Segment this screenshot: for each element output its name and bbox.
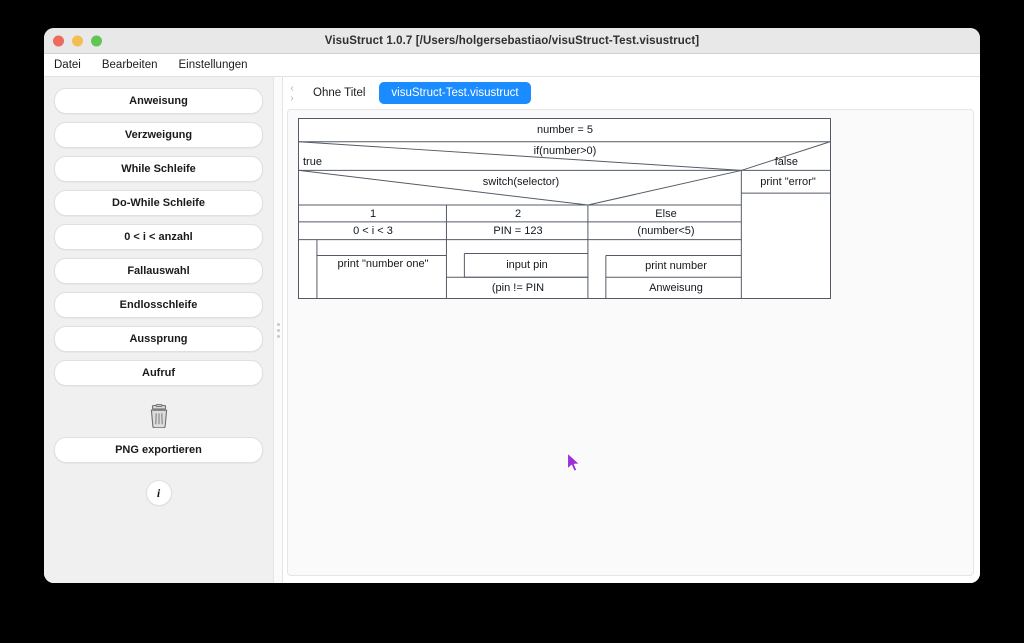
case-label-2[interactable]: 2 (514, 208, 522, 220)
sidebar-button-aufruf[interactable]: Aufruf (54, 360, 263, 386)
window-title: VisuStruct 1.0.7 [/Users/holgersebastiao… (324, 34, 700, 47)
menu-item-einstellungen[interactable]: Einstellungen (178, 59, 248, 71)
statement-input-pin[interactable]: input pin (506, 259, 548, 271)
statement-print-error[interactable]: print "error" (760, 176, 816, 188)
menu-bar: Datei Bearbeiten Einstellungen (44, 54, 980, 77)
condition-if[interactable]: if(number>0) (533, 145, 597, 157)
sidebar-button-endlosschleife[interactable]: Endlosschleife (54, 292, 263, 318)
tool-sidebar: Anweisung Verzweigung While Schleife Do-… (44, 77, 273, 583)
loop-header-case1[interactable]: 0 < i < 3 (353, 225, 393, 237)
sidebar-button-zaehlschleife[interactable]: 0 < i < anzahl (54, 224, 263, 250)
statement-print-number[interactable]: print number (645, 260, 707, 272)
sidebar-button-while-schleife[interactable]: While Schleife (54, 156, 263, 182)
branch-label-false: false (774, 156, 798, 168)
statement-print-number-one[interactable]: print "number one" (337, 258, 429, 270)
diagram-canvas[interactable]: number = 5 if(number>0) true false print… (287, 109, 974, 576)
chevron-left-icon[interactable]: ‹ (290, 82, 294, 94)
switch-header[interactable]: switch(selector) (482, 176, 560, 188)
info-button[interactable]: i (145, 480, 172, 506)
sidebar-button-do-while-schleife[interactable]: Do-While Schleife (54, 190, 263, 216)
trash-icon (150, 404, 167, 428)
case-label-1[interactable]: 1 (369, 208, 377, 220)
menu-item-datei[interactable]: Datei (54, 59, 81, 71)
loop-header-else[interactable]: (number<5) (637, 225, 695, 237)
zoom-button[interactable] (91, 35, 102, 46)
statement-anweisung[interactable]: Anweisung (649, 282, 703, 294)
minimize-button[interactable] (72, 35, 83, 46)
statement-number-assign[interactable]: number = 5 (537, 124, 593, 136)
sidebar-button-anweisung[interactable]: Anweisung (54, 88, 263, 114)
tab-visustruct-test[interactable]: visuStruct-Test.visustruct (379, 82, 531, 104)
tab-strip: ‹ › Ohne Titel visuStruct-Test.visustruc… (283, 77, 980, 109)
application-window: VisuStruct 1.0.7 [/Users/holgersebastiao… (44, 28, 980, 583)
sidebar-button-fallauswahl[interactable]: Fallauswahl (54, 258, 263, 284)
content-area: ‹ › Ohne Titel visuStruct-Test.visustruc… (283, 77, 980, 583)
close-button[interactable] (53, 35, 64, 46)
statement-pin-assign[interactable]: PIN = 123 (493, 225, 543, 237)
tab-ohne-titel[interactable]: Ohne Titel (313, 87, 366, 99)
sidebar-splitter[interactable] (273, 77, 283, 583)
export-png-button[interactable]: PNG exportieren (54, 437, 263, 463)
branch-label-true: true (303, 156, 322, 168)
splitter-grip (276, 322, 280, 338)
struktogramm[interactable]: number = 5 if(number>0) true false print… (298, 118, 831, 299)
tab-scroll-buttons[interactable]: ‹ › (285, 82, 299, 104)
loop-footer-do-while[interactable]: (pin != PIN (491, 282, 545, 294)
menu-item-bearbeiten[interactable]: Bearbeiten (101, 59, 158, 71)
traffic-light-buttons (53, 35, 102, 46)
delete-dropzone[interactable] (146, 403, 172, 429)
chevron-right-icon[interactable]: › (290, 92, 294, 104)
case-label-else[interactable]: Else (655, 208, 677, 220)
sidebar-button-verzweigung[interactable]: Verzweigung (54, 122, 263, 148)
window-body: Anweisung Verzweigung While Schleife Do-… (44, 77, 980, 583)
struktogramm-lines (298, 141, 831, 298)
title-bar: VisuStruct 1.0.7 [/Users/holgersebastiao… (44, 28, 980, 54)
sidebar-button-aussprung[interactable]: Aussprung (54, 326, 263, 352)
